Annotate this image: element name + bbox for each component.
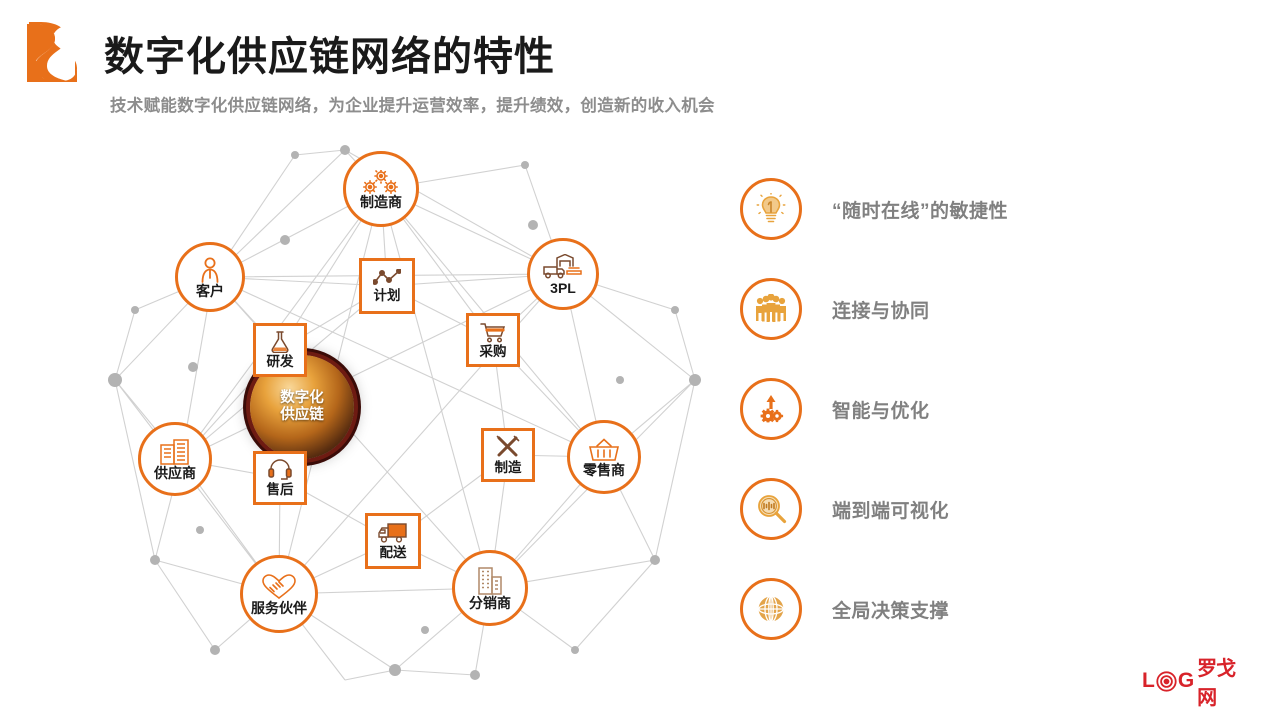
logo-letter-g: G xyxy=(1177,669,1195,692)
feature-item-decision-support[interactable]: 全局决策支撑 xyxy=(740,578,1200,640)
logo-chinese-name: 罗戈网 xyxy=(1197,658,1236,709)
person-icon xyxy=(198,257,222,283)
network-node-label: 制造商 xyxy=(360,193,402,210)
feature-label: “随时在线”的敏捷性 xyxy=(832,200,1009,222)
page-subtitle: 技术赋能数字化供应链网络，为企业提升运营效率，提升绩效，创造新的收入机会 xyxy=(110,97,715,115)
network-box-label: 研发 xyxy=(266,354,294,370)
network-node-supplier[interactable]: 供应商 xyxy=(138,422,212,496)
network-box-planning[interactable]: 计划 xyxy=(359,258,415,314)
network-node-label: 服务伙伴 xyxy=(251,599,307,616)
warehouse-truck-icon xyxy=(543,253,583,280)
office-building-icon xyxy=(476,566,504,595)
core-label: 数字化 供应链 xyxy=(280,389,324,423)
network-mesh-lines xyxy=(108,145,701,681)
network-node-label: 3PL xyxy=(550,279,576,296)
network-box-label: 计划 xyxy=(373,288,401,304)
delivery-truck-icon xyxy=(378,522,408,544)
network-node-label: 客户 xyxy=(196,282,224,299)
network-box-aftersales[interactable]: 售后 xyxy=(253,451,307,505)
buildings-icon xyxy=(160,438,190,465)
network-box-manufacturing[interactable]: 制造 xyxy=(481,428,535,482)
supply-chain-network-diagram: 数字化 供应链 制造商 客户 xyxy=(95,130,715,690)
globe-icon xyxy=(740,578,802,640)
network-node-label: 供应商 xyxy=(154,464,196,481)
tools-icon xyxy=(496,435,520,459)
basket-icon xyxy=(588,437,620,462)
network-node-manufacturer[interactable]: 制造商 xyxy=(343,151,419,227)
network-box-rnd[interactable]: 研发 xyxy=(253,323,307,377)
network-node-label: 分销商 xyxy=(469,594,511,611)
feature-item-connection[interactable]: 连接与协同 xyxy=(740,278,1200,340)
shopping-cart-icon xyxy=(480,321,506,343)
network-node-label: 零售商 xyxy=(583,461,625,478)
target-ring-icon xyxy=(1156,670,1177,692)
network-node-distributor[interactable]: 分销商 xyxy=(452,550,528,626)
network-box-label: 采购 xyxy=(479,344,507,360)
gears-group-icon xyxy=(363,168,399,194)
feature-list: “随时在线”的敏捷性 连接与协同 xyxy=(740,178,1240,668)
network-node-retailer[interactable]: 零售商 xyxy=(567,420,641,494)
handshake-heart-icon xyxy=(261,573,297,600)
page-header: 数字化供应链网络的特性 技术赋能数字化供应链网络，为企业提升运营效率，提升绩效，… xyxy=(0,0,1267,130)
people-group-icon xyxy=(740,278,802,340)
network-box-label: 制造 xyxy=(494,460,522,476)
feature-label: 智能与优化 xyxy=(832,400,930,422)
network-node-3pl[interactable]: 3PL xyxy=(527,238,599,310)
feature-item-visibility[interactable]: 端到端可视化 xyxy=(740,478,1200,540)
feature-label: 端到端可视化 xyxy=(832,500,950,522)
s-brand-logo-icon xyxy=(27,22,77,82)
network-node-service-partner[interactable]: 服务伙伴 xyxy=(240,555,318,633)
gear-arrow-icon xyxy=(740,378,802,440)
network-box-delivery[interactable]: 配送 xyxy=(365,513,421,569)
feature-label: 全局决策支撑 xyxy=(832,600,950,622)
feature-label: 连接与协同 xyxy=(832,300,930,322)
feature-item-intelligence[interactable]: 智能与优化 xyxy=(740,378,1200,440)
network-box-procurement[interactable]: 采购 xyxy=(466,313,520,367)
network-node-customer[interactable]: 客户 xyxy=(175,242,245,312)
headset-icon xyxy=(268,459,292,481)
network-box-label: 售后 xyxy=(266,482,294,498)
page-title: 数字化供应链网络的特性 xyxy=(104,35,555,79)
network-box-label: 配送 xyxy=(379,545,407,561)
flask-icon xyxy=(269,331,291,354)
lightbulb-icon xyxy=(740,178,802,240)
logiiiinet-footer-logo[interactable]: L G 罗戈网 xyxy=(1142,658,1254,709)
logo-letter-l: L xyxy=(1142,669,1155,692)
chart-nodes-icon xyxy=(371,268,402,287)
feature-item-agility[interactable]: “随时在线”的敏捷性 xyxy=(740,178,1200,240)
magnifier-icon xyxy=(740,478,802,540)
